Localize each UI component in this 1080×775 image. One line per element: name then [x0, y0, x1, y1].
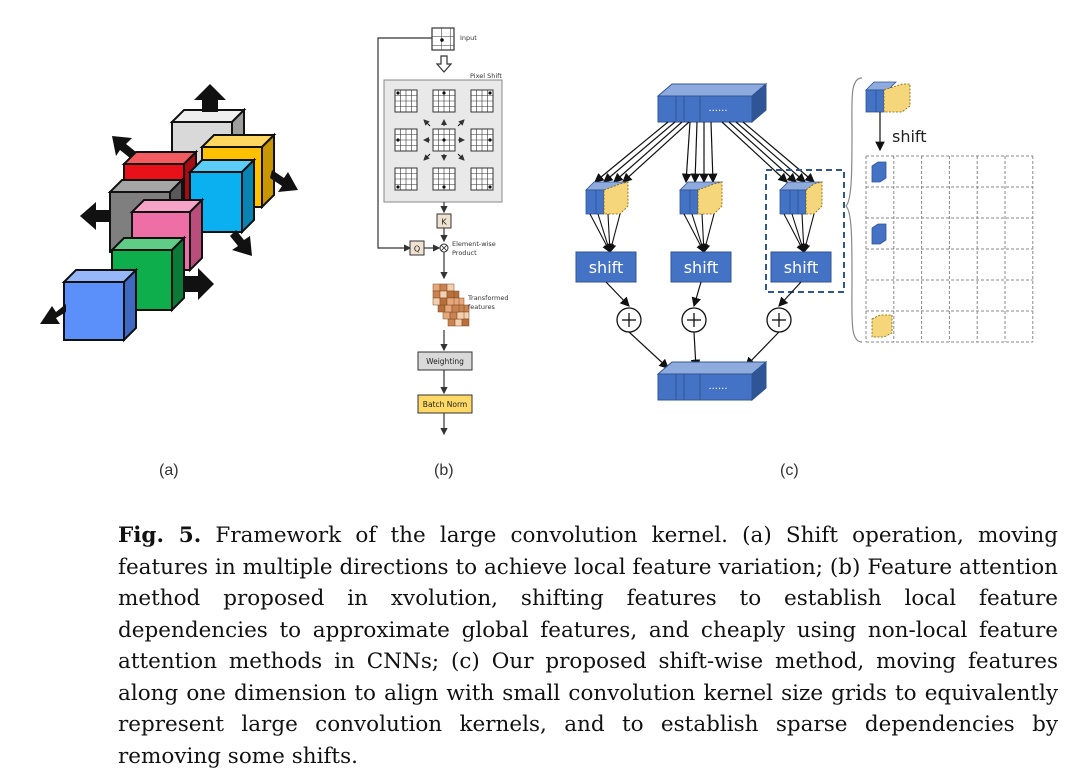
pixel-shift-label: Pixel Shift — [470, 72, 502, 80]
arrow-up-left-shape — [112, 136, 136, 158]
caption-label: Fig. 5. — [118, 523, 202, 548]
batchnorm-box — [417, 394, 473, 414]
transformed-features-stack — [432, 283, 470, 327]
stack-to-shift-arrow — [607, 213, 621, 254]
shift-grid — [865, 155, 1034, 343]
batchnorm-label: Batch Norm — [423, 400, 467, 409]
transformed-label-2: features — [468, 303, 495, 311]
figure-caption: Fig. 5. Framework of the large convoluti… — [118, 520, 1058, 772]
stack-to-shift-arrow — [801, 213, 815, 254]
side-feature-stack — [865, 81, 911, 113]
small-feature-stack — [585, 181, 629, 215]
shift-box: shift — [670, 251, 732, 283]
bottom-block-dots: ...... — [708, 381, 727, 392]
shift-box: shift — [575, 251, 637, 283]
shift-box: shift — [770, 251, 832, 283]
arrow-down-left-shape — [40, 304, 66, 324]
grid-feature-sliver — [871, 314, 893, 338]
transformed-feature-map — [432, 283, 455, 306]
top-feature-block: ...... — [656, 82, 768, 124]
k-label: K — [441, 218, 447, 227]
bottom-feature-block: ...... — [656, 360, 768, 402]
shift-direction-arrow — [457, 153, 465, 161]
grid-feature-sliver — [871, 223, 887, 245]
shift-box-label: shift — [589, 258, 624, 277]
arrow-right-shape — [184, 268, 214, 300]
add-circle — [766, 307, 792, 333]
panel-a-label: (a) — [159, 462, 179, 479]
input-label: Input — [460, 34, 477, 42]
q-label: Q — [414, 245, 420, 254]
side-shift-label: shift — [892, 127, 927, 146]
shift-direction-arrow — [457, 119, 465, 127]
pixel-shift-grid — [470, 128, 494, 152]
pixel-shift-grid — [470, 89, 494, 113]
panel-a-cubes — [40, 84, 298, 343]
product-label-2: Product — [452, 249, 477, 257]
panel-c-shiftwise: ...... shift shift shift — [575, 77, 1034, 402]
arrow-down-right-shape — [230, 230, 252, 256]
cube-blue — [61, 267, 139, 343]
arrow-left-shape — [80, 202, 110, 230]
arrow-right-down-shape — [270, 170, 298, 192]
top-block-dots: ...... — [708, 103, 727, 114]
product-label-1: Element-wise — [452, 240, 496, 248]
panel-b-label: (b) — [434, 462, 454, 479]
panel-c-label: (c) — [780, 462, 799, 479]
pixel-shift-grid — [394, 128, 418, 152]
pixel-shift-grid — [432, 167, 456, 191]
stack-to-shift-arrow — [701, 213, 715, 254]
caption-text: Framework of the large convolution kerne… — [118, 523, 1058, 769]
pixel-shift-grid — [394, 167, 418, 191]
pixel-shift-grid — [432, 89, 456, 113]
weighting-label: Weighting — [426, 357, 464, 366]
add-circle — [681, 307, 707, 333]
pixel-shift-grid — [394, 89, 418, 113]
arrow-up-shape — [194, 84, 226, 112]
transformed-label-1: Transformed — [467, 294, 508, 302]
small-feature-stack — [779, 181, 823, 215]
add-circle — [616, 307, 642, 333]
curly-brace — [845, 77, 863, 343]
pixel-shift-grid — [432, 128, 456, 152]
shift-direction-arrow — [423, 153, 431, 161]
weighting-box — [417, 351, 473, 371]
shift-direction-arrow — [423, 119, 431, 127]
figure-canvas: Input Pixel Shift K Q Element-wise Produ… — [40, 27, 1034, 436]
shift-box-label: shift — [784, 258, 819, 277]
shift-box-label: shift — [684, 258, 719, 277]
grid-feature-sliver — [871, 161, 887, 183]
pixel-shift-grid — [470, 167, 494, 191]
panel-b-pipeline: Input Pixel Shift K Q Element-wise Produ… — [377, 27, 508, 436]
small-feature-stack — [679, 181, 723, 215]
